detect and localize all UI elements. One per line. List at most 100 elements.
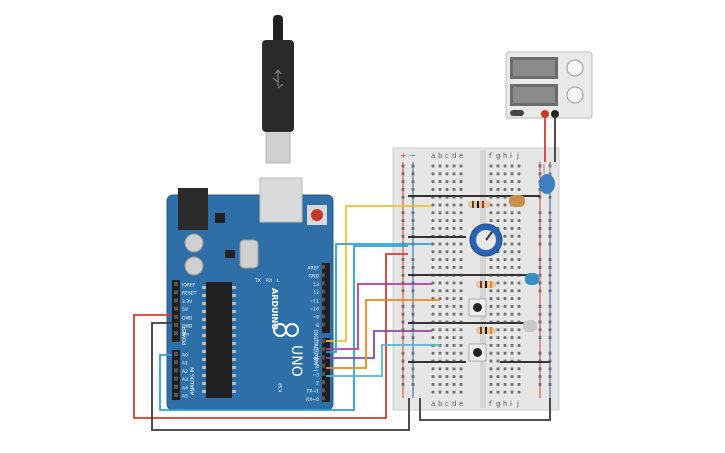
rail-hole[interactable] [401,188,405,191]
rail-hole[interactable] [548,375,552,378]
breadboard-hole[interactable] [496,367,500,371]
rail-hole[interactable] [538,320,542,324]
breadboard-hole[interactable] [438,305,442,308]
breadboard-hole[interactable] [438,195,442,199]
breadboard-hole[interactable] [503,375,507,378]
breadboard-hole[interactable] [510,242,514,246]
breadboard-hole[interactable] [496,266,500,269]
header-pin[interactable] [174,352,178,356]
breadboard-hole[interactable] [431,172,435,176]
header-pin[interactable] [321,363,325,368]
breadboard-hole[interactable] [489,203,493,207]
breadboard-hole[interactable] [459,266,463,269]
rail-hole[interactable] [538,273,542,277]
breadboard-hole[interactable] [496,227,500,230]
breadboard-hole[interactable] [489,195,493,199]
breadboard-hole[interactable] [496,312,500,316]
breadboard-hole[interactable] [517,390,521,394]
breadboard-hole[interactable] [496,351,500,355]
breadboard-hole[interactable] [503,351,507,355]
breadboard-hole[interactable] [431,289,435,293]
rail-hole[interactable] [538,211,542,215]
breadboard-hole[interactable] [438,188,442,191]
breadboard-hole[interactable] [445,211,449,215]
breadboard-hole[interactable] [517,258,521,261]
breadboard-hole[interactable] [459,312,463,316]
breadboard-hole[interactable] [459,219,463,222]
header-pin[interactable] [174,360,178,365]
breadboard-hole[interactable] [438,180,442,183]
breadboard-hole[interactable] [503,289,507,293]
breadboard-hole[interactable] [438,203,442,207]
pushbutton-1[interactable] [468,298,487,317]
resistor-3[interactable] [476,327,496,334]
breadboard-hole[interactable] [452,328,456,332]
rail-hole[interactable] [411,328,415,332]
breadboard-hole[interactable] [431,180,435,183]
breadboard-hole[interactable] [459,227,463,230]
breadboard-hole[interactable] [489,266,493,269]
breadboard-hole[interactable] [445,258,449,261]
breadboard-hole[interactable] [438,250,442,254]
breadboard-hole[interactable] [438,351,442,355]
breadboard-hole[interactable] [438,211,442,215]
rail-hole[interactable] [411,195,415,199]
rail-hole[interactable] [401,359,405,363]
breadboard-hole[interactable] [496,281,500,285]
breadboard-hole[interactable] [517,305,521,308]
breadboard-hole[interactable] [517,227,521,230]
breadboard-hole[interactable] [431,211,435,215]
breadboard-hole[interactable] [503,390,507,394]
breadboard-hole[interactable] [452,305,456,308]
breadboard-hole[interactable] [503,258,507,261]
header-pin[interactable] [174,298,178,303]
rail-hole[interactable] [538,258,542,261]
breadboard-hole[interactable] [445,164,449,168]
rail-hole[interactable] [401,234,405,238]
breadboard-hole[interactable] [459,305,463,308]
breadboard-hole[interactable] [510,180,514,183]
rail-hole[interactable] [538,336,542,339]
breadboard-hole[interactable] [445,383,449,386]
breadboard-hole[interactable] [517,383,521,386]
breadboard-hole[interactable] [510,250,514,254]
breadboard-hole[interactable] [510,375,514,378]
breadboard-hole[interactable] [510,266,514,269]
breadboard-hole[interactable] [496,328,500,332]
breadboard-hole[interactable] [510,305,514,308]
header-pin[interactable] [174,331,178,336]
breadboard-hole[interactable] [496,219,500,222]
breadboard-hole[interactable] [431,390,435,394]
breadboard-hole[interactable] [496,172,500,176]
breadboard-hole[interactable] [452,203,456,207]
breadboard-hole[interactable] [438,281,442,285]
breadboard-hole[interactable] [459,390,463,394]
breadboard-hole[interactable] [510,172,514,176]
breadboard-hole[interactable] [445,328,449,332]
breadboard-hole[interactable] [496,297,500,300]
breadboard-hole[interactable] [489,351,493,355]
rail-hole[interactable] [401,336,405,339]
rail-hole[interactable] [548,383,552,386]
breadboard-hole[interactable] [459,164,463,168]
breadboard-hole[interactable] [459,336,463,339]
breadboard-hole[interactable] [452,219,456,222]
breadboard-hole[interactable] [431,188,435,191]
breadboard-hole[interactable] [517,344,521,347]
rail-hole[interactable] [401,172,405,176]
breadboard-hole[interactable] [459,375,463,378]
breadboard-hole[interactable] [445,344,449,347]
breadboard-hole[interactable] [510,227,514,230]
breadboard-hole[interactable] [510,383,514,386]
header-pin[interactable] [321,281,325,286]
breadboard-hole[interactable] [431,305,435,308]
breadboard-hole[interactable] [496,390,500,394]
breadboard-hole[interactable] [452,351,456,355]
breadboard-hole[interactable] [517,242,521,246]
breadboard-hole[interactable] [459,289,463,293]
rail-hole[interactable] [548,234,552,238]
rail-hole[interactable] [411,219,415,222]
breadboard-hole[interactable] [503,250,507,254]
breadboard-hole[interactable] [431,227,435,230]
breadboard-hole[interactable] [452,344,456,347]
